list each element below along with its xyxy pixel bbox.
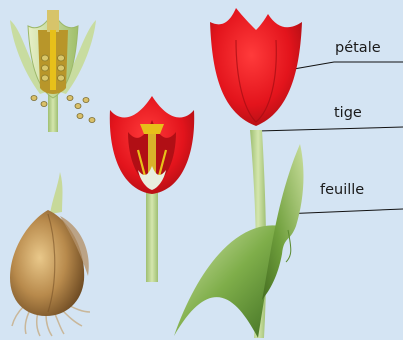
tulip-bulb [10,172,90,336]
petale-leader [288,62,403,70]
feuille-label: feuille [320,182,364,198]
feuille-leader [282,209,403,214]
tige-leader [258,127,403,131]
petale-label: pétale [335,40,381,56]
whole-tulip [174,8,303,338]
flower-cross-section [10,10,96,132]
leaf-right [262,144,303,300]
tige-label: tige [334,105,362,121]
flower-half-section [110,96,194,282]
tulip-bloom [210,8,302,126]
